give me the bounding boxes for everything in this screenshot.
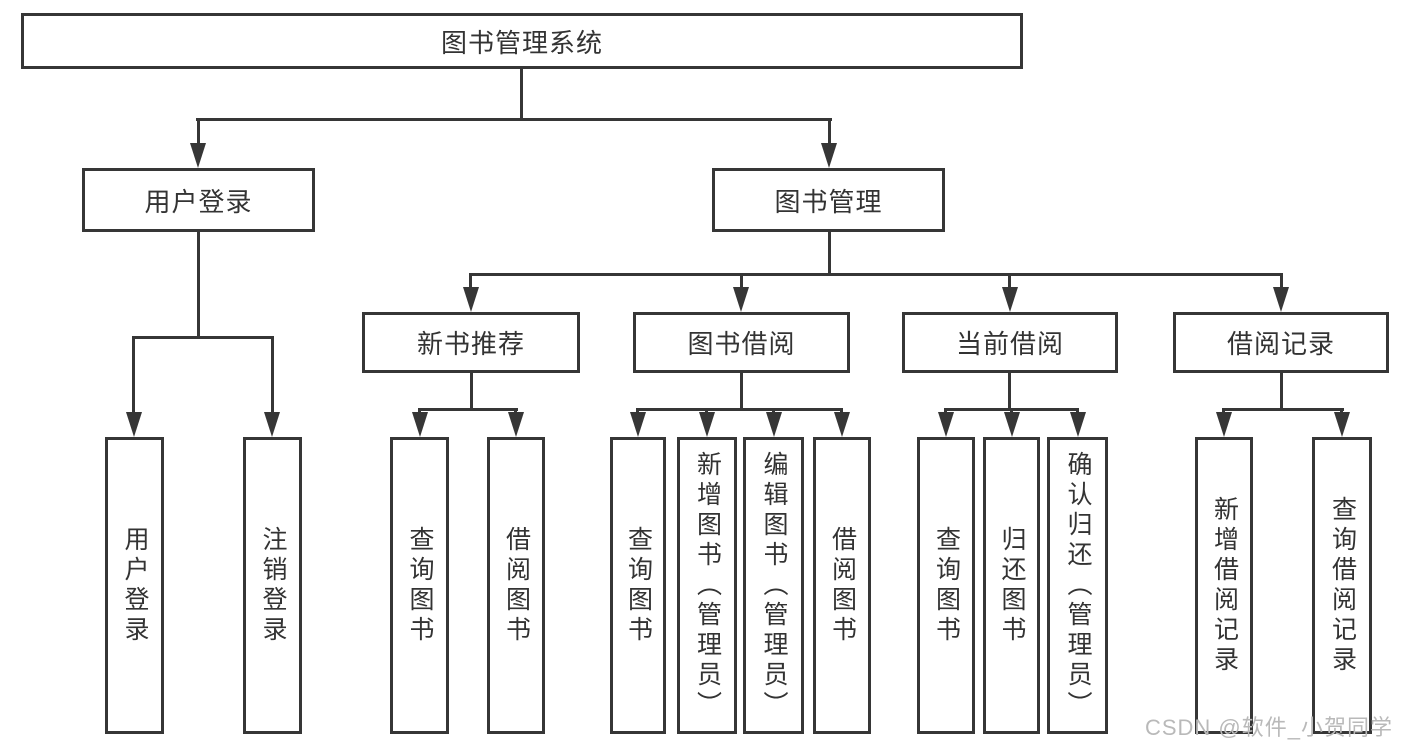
connector-new-book-hline <box>418 408 518 411</box>
connector-drop-book-borrow <box>740 273 743 293</box>
arrow-current-borrow <box>1002 287 1018 312</box>
csdn-watermark: CSDN @软件_小贺同学 <box>1144 715 1393 740</box>
arrow-user-login <box>190 143 206 168</box>
node-book-borrow-label: 图书借阅 <box>687 329 796 359</box>
connector-borrow-hline <box>636 408 843 411</box>
leaf-query-record-label: 查询借阅记录 <box>1328 495 1357 676</box>
node-book-management: 图书管理 <box>712 168 945 232</box>
arrow-book-borrow <box>733 287 749 312</box>
leaf-logout: 注销登录 <box>243 437 302 734</box>
leaf-borrow-edit-book-label: 编辑图书（管理员） <box>760 450 788 721</box>
arrow-return-book <box>1004 412 1020 437</box>
node-current-borrow: 当前借阅 <box>902 312 1118 373</box>
connector-level1-hline <box>196 118 832 121</box>
leaf-current-query: 查询图书 <box>917 437 975 734</box>
arrow-new-book <box>463 287 479 312</box>
arrow-borrow-edit <box>766 412 782 437</box>
node-book-management-label: 图书管理 <box>774 186 883 217</box>
node-user-login: 用户登录 <box>82 168 315 232</box>
arrow-borrow-add <box>699 412 715 437</box>
arrow-borrow-book <box>834 412 850 437</box>
node-user-login-label: 用户登录 <box>144 186 253 217</box>
connector-drop-user-login <box>197 118 200 148</box>
connector-drop-leaf-login <box>132 336 135 416</box>
leaf-borrow-book: 借阅图书 <box>813 437 871 734</box>
arrow-newbook-borrow <box>508 412 524 437</box>
connector-borrow-stem <box>740 373 743 410</box>
arrow-newbook-query <box>412 412 428 437</box>
leaf-borrow-edit-book: 编辑图书（管理员） <box>743 437 804 734</box>
arrow-book-management <box>821 143 837 168</box>
leaf-return-book: 归还图书 <box>983 437 1040 734</box>
connector-current-stem <box>1008 373 1011 410</box>
arrow-confirm-return <box>1070 412 1086 437</box>
connector-drop-new-book <box>469 273 472 293</box>
arrow-borrow-query <box>630 412 646 437</box>
connector-user-login-hline <box>132 336 274 339</box>
arrow-add-record <box>1216 412 1232 437</box>
leaf-logout-label: 注销登录 <box>259 525 287 646</box>
leaf-borrow-add-book-label: 新增图书（管理员） <box>693 450 722 721</box>
connector-drop-borrow-records <box>1280 273 1283 293</box>
leaf-user-login: 用户登录 <box>105 437 164 734</box>
leaf-borrow-query: 查询图书 <box>610 437 666 734</box>
connector-drop-book-management <box>828 118 831 148</box>
connector-drop-leaf-logout <box>271 336 274 416</box>
connector-level3-hline <box>469 273 1283 276</box>
node-book-borrow: 图书借阅 <box>633 312 850 373</box>
leaf-current-query-label: 查询图书 <box>932 525 961 646</box>
leaf-borrow-book-label: 借阅图书 <box>828 525 857 646</box>
node-borrow-records-label: 借阅记录 <box>1226 329 1335 359</box>
connector-records-stem <box>1280 373 1283 410</box>
connector-book-management-stem <box>828 232 831 275</box>
connector-records-hline <box>1222 408 1344 411</box>
leaf-borrow-add-book: 新增图书（管理员） <box>677 437 737 734</box>
node-borrow-records: 借阅记录 <box>1173 312 1389 373</box>
leaf-confirm-return: 确认归还（管理员） <box>1047 437 1108 734</box>
leaf-newbook-query-label: 查询图书 <box>406 525 434 646</box>
leaf-query-record: 查询借阅记录 <box>1312 437 1372 734</box>
leaf-newbook-query: 查询图书 <box>390 437 449 734</box>
connector-user-login-stem <box>197 232 200 338</box>
arrow-leaf-logout <box>264 412 280 437</box>
connector-new-book-stem <box>470 373 473 410</box>
connector-drop-current-borrow <box>1008 273 1011 293</box>
leaf-confirm-return-label: 确认归还（管理员） <box>1064 450 1092 721</box>
leaf-add-record-label: 新增借阅记录 <box>1210 495 1239 676</box>
connector-root-stem <box>520 69 523 121</box>
leaf-user-login-label: 用户登录 <box>121 525 149 646</box>
node-root: 图书管理系统 <box>21 13 1023 69</box>
arrow-borrow-records <box>1273 287 1289 312</box>
node-root-label: 图书管理系统 <box>440 27 603 58</box>
node-current-borrow-label: 当前借阅 <box>955 329 1064 359</box>
arrow-leaf-login <box>126 412 142 437</box>
leaf-newbook-borrow: 借阅图书 <box>487 437 545 734</box>
node-new-book-recommend: 新书推荐 <box>362 312 580 373</box>
arrow-current-query <box>938 412 954 437</box>
node-new-book-recommend-label: 新书推荐 <box>416 329 525 359</box>
leaf-newbook-borrow-label: 借阅图书 <box>502 525 531 646</box>
leaf-return-book-label: 归还图书 <box>998 525 1026 646</box>
arrow-query-record <box>1334 412 1350 437</box>
leaf-add-record: 新增借阅记录 <box>1195 437 1253 734</box>
leaf-borrow-query-label: 查询图书 <box>624 525 653 646</box>
